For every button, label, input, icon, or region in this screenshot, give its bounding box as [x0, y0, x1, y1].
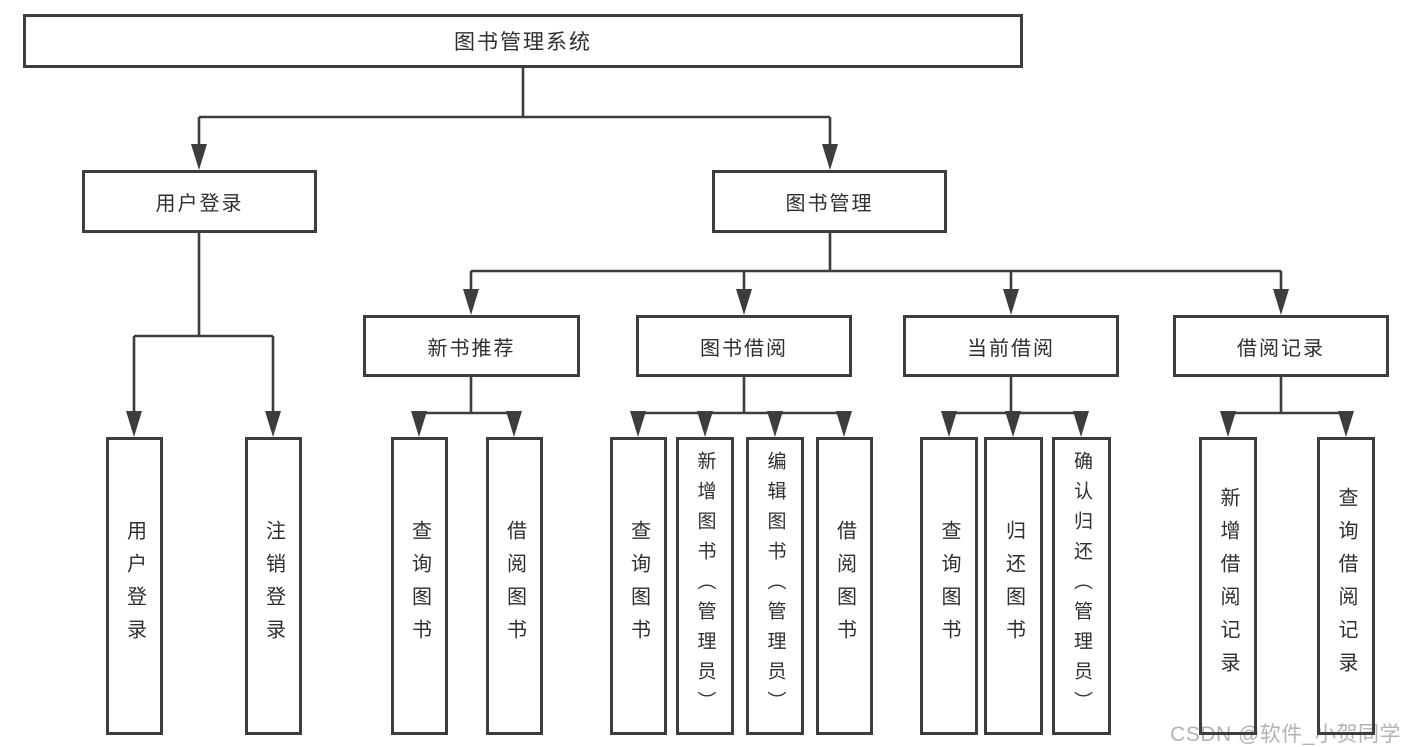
leaf-user-login: 用户登录: [106, 437, 163, 735]
leaf-user-login-label: 用户登录: [123, 520, 146, 652]
node-new-book-recommend-label: 新书推荐: [427, 337, 516, 360]
node-book-management-label: 图书管理: [785, 193, 874, 215]
node-book-management: 图书管理: [712, 170, 947, 233]
leaf-add-borrow-record: 新增借阅记录: [1199, 437, 1257, 735]
leaf-confirm-return-admin: 确认归还（管理员）: [1052, 437, 1111, 735]
leaf-borrow-books-recommend: 借阅图书: [486, 437, 543, 735]
leaf-edit-books-admin-label: 编辑图书（管理员）: [764, 451, 786, 721]
leaf-add-borrow-record-label: 新增借阅记录: [1217, 487, 1239, 685]
node-root: 图书管理系统: [23, 14, 1023, 68]
arrowhead-icons: [126, 144, 1354, 437]
leaf-borrow-books: 借阅图书: [816, 437, 873, 735]
node-borrow-records: 借阅记录: [1173, 315, 1389, 377]
leaf-add-books-admin: 新增图书（管理员）: [676, 437, 734, 735]
leaf-query-books-recommend-label: 查询图书: [408, 520, 431, 652]
leaf-query-books-recommend: 查询图书: [391, 437, 448, 735]
node-root-label: 图书管理系统: [454, 31, 592, 54]
node-current-borrow-label: 当前借阅: [967, 337, 1055, 360]
leaf-confirm-return-admin-label: 确认归还（管理员）: [1071, 451, 1092, 721]
node-borrow-records-label: 借阅记录: [1237, 337, 1325, 360]
leaf-query-borrow-record-label: 查询借阅记录: [1335, 487, 1357, 685]
leaf-query-books-borrow: 查询图书: [610, 437, 667, 735]
leaf-add-books-admin-label: 新增图书（管理员）: [694, 451, 716, 721]
leaf-return-books-label: 归还图书: [1002, 520, 1025, 652]
leaf-query-books-current: 查询图书: [920, 437, 978, 735]
leaf-return-books: 归还图书: [984, 437, 1043, 735]
node-current-borrow: 当前借阅: [903, 315, 1119, 377]
csdn-watermark: CSDN @软件_小贺同学: [1170, 723, 1401, 746]
node-book-borrow-label: 图书借阅: [700, 337, 788, 360]
leaf-borrow-books-recommend-label: 借阅图书: [503, 520, 526, 652]
leaf-query-borrow-record: 查询借阅记录: [1317, 437, 1375, 735]
leaf-logout: 注销登录: [245, 437, 302, 735]
leaf-logout-label: 注销登录: [262, 520, 285, 652]
leaf-edit-books-admin: 编辑图书（管理员）: [746, 437, 804, 735]
node-new-book-recommend: 新书推荐: [363, 315, 580, 377]
leaf-query-books-borrow-label: 查询图书: [627, 520, 650, 652]
node-user-login: 用户登录: [82, 170, 317, 233]
leaf-query-books-current-label: 查询图书: [938, 520, 960, 652]
node-book-borrow: 图书借阅: [636, 315, 852, 377]
node-user-login-label: 用户登录: [155, 193, 244, 215]
leaf-borrow-books-label: 借阅图书: [833, 520, 856, 652]
